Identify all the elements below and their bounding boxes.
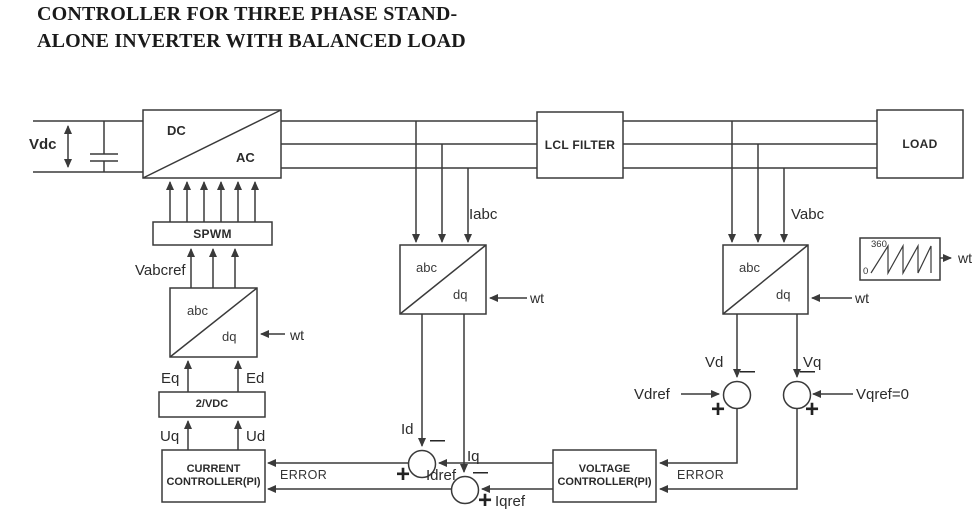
page-title: CONTROLLER FOR THREE PHASE STAND- ALONE … bbox=[37, 1, 466, 55]
current-controller-line2: CONTROLLER(PI) bbox=[166, 476, 261, 488]
current-controller-label: CURRENT CONTROLLER(PI) bbox=[162, 450, 265, 502]
id-iq-arrows bbox=[418, 314, 468, 473]
gain-label: 2/VDC bbox=[195, 398, 229, 410]
vd-sum-junction bbox=[722, 380, 752, 410]
vabc-label: Vabc bbox=[791, 206, 825, 223]
current-controller-box bbox=[161, 449, 266, 503]
ed-label: Ed bbox=[246, 370, 265, 387]
ramp-wt-label: wt bbox=[958, 250, 972, 266]
uq-label: Uq bbox=[160, 428, 180, 445]
three-phase-bus bbox=[281, 120, 877, 169]
vd-minus-sign: — bbox=[740, 363, 755, 380]
vabcref-label: Vabcref bbox=[135, 262, 186, 279]
vd-vq-arrows bbox=[733, 314, 801, 378]
eq-label: Eq bbox=[161, 370, 180, 387]
current-error-label: ERROR bbox=[280, 468, 328, 482]
vd-label: Vd bbox=[705, 354, 724, 371]
idref-iqref-lines bbox=[438, 459, 553, 493]
gate-pulse-arrows bbox=[166, 181, 259, 222]
spwm-label: SPWM bbox=[193, 226, 232, 241]
vdc-label: Vdc bbox=[29, 136, 57, 153]
vq-plus-sign: + bbox=[805, 396, 820, 423]
wt1-label: wt bbox=[290, 327, 304, 343]
dc-link-wires bbox=[33, 120, 143, 173]
dq1-abc-label: abc bbox=[187, 303, 208, 318]
iq-minus-sign: — bbox=[473, 464, 488, 481]
gain-box bbox=[158, 391, 266, 418]
inverter-ac-label: AC bbox=[236, 150, 255, 165]
capacitor-icon bbox=[90, 121, 118, 172]
voltage-controller-box bbox=[552, 449, 657, 503]
wt2-label: wt bbox=[530, 290, 544, 306]
inverter-dc-label: DC bbox=[167, 123, 186, 138]
iqref-label: Iqref bbox=[495, 493, 526, 510]
title-line-1: CONTROLLER FOR THREE PHASE STAND- bbox=[37, 3, 458, 25]
current-error-lines bbox=[267, 459, 451, 493]
vdref-label: Vdref bbox=[634, 386, 670, 403]
id-sum-junction bbox=[407, 449, 437, 479]
ud-label: Ud bbox=[246, 428, 266, 445]
idref-label: Idref bbox=[426, 467, 457, 484]
title-line-2: ALONE INVERTER WITH BALANCED LOAD bbox=[37, 30, 466, 52]
ramp-max-label: 360 bbox=[871, 239, 887, 250]
voltage-error-lines bbox=[659, 408, 798, 493]
wt3-label: wt bbox=[855, 290, 869, 306]
iq-plus-sign: + bbox=[478, 487, 493, 514]
vq-label: Vq bbox=[803, 354, 822, 371]
dq2-dq-label: dq bbox=[453, 287, 468, 302]
ramp-generator-box bbox=[859, 237, 941, 281]
id-label: Id bbox=[401, 421, 414, 438]
iq-label: Iq bbox=[467, 448, 480, 465]
voltage-controller-label: VOLTAGE CONTROLLER(PI) bbox=[553, 450, 656, 502]
iabc-label: Iabc bbox=[469, 206, 498, 223]
vq-sum-junction bbox=[782, 380, 812, 410]
sawtooth-waveform bbox=[870, 243, 932, 276]
iq-sum-junction bbox=[450, 475, 480, 505]
vqref-label: Vqref=0 bbox=[856, 386, 909, 403]
spwm-box bbox=[152, 221, 273, 246]
vq-minus-sign: — bbox=[800, 363, 815, 380]
voltage-controller-line2: CONTROLLER(PI) bbox=[557, 476, 652, 488]
block-diagonals bbox=[142, 109, 809, 358]
lcl-filter-label: LCL FILTER bbox=[544, 138, 616, 152]
ramp-min-label: 0 bbox=[863, 266, 869, 277]
eq-ed-arrows bbox=[184, 360, 242, 392]
iabc-tap-arrows bbox=[412, 121, 472, 243]
vabc-tap-arrows bbox=[728, 121, 788, 243]
load-box bbox=[876, 109, 964, 179]
vd-plus-sign: + bbox=[711, 396, 726, 423]
dq3-abc-label: abc bbox=[739, 260, 760, 275]
dq3-dq-label: dq bbox=[776, 287, 791, 302]
dq2-abc-label: abc bbox=[416, 260, 437, 275]
voltage-controller-line1: VOLTAGE bbox=[578, 463, 631, 475]
vabcref-arrows bbox=[187, 248, 239, 288]
uq-ud-arrows bbox=[184, 420, 242, 450]
id-minus-sign: — bbox=[430, 432, 445, 449]
dq1-dq-label: dq bbox=[222, 329, 237, 344]
voltage-error-label: ERROR bbox=[677, 468, 725, 482]
id-plus-sign: + bbox=[396, 461, 411, 488]
lcl-filter-box bbox=[536, 111, 624, 179]
summing-junctions bbox=[407, 380, 812, 505]
load-label: LOAD bbox=[902, 137, 938, 151]
current-controller-line1: CURRENT bbox=[186, 463, 241, 475]
